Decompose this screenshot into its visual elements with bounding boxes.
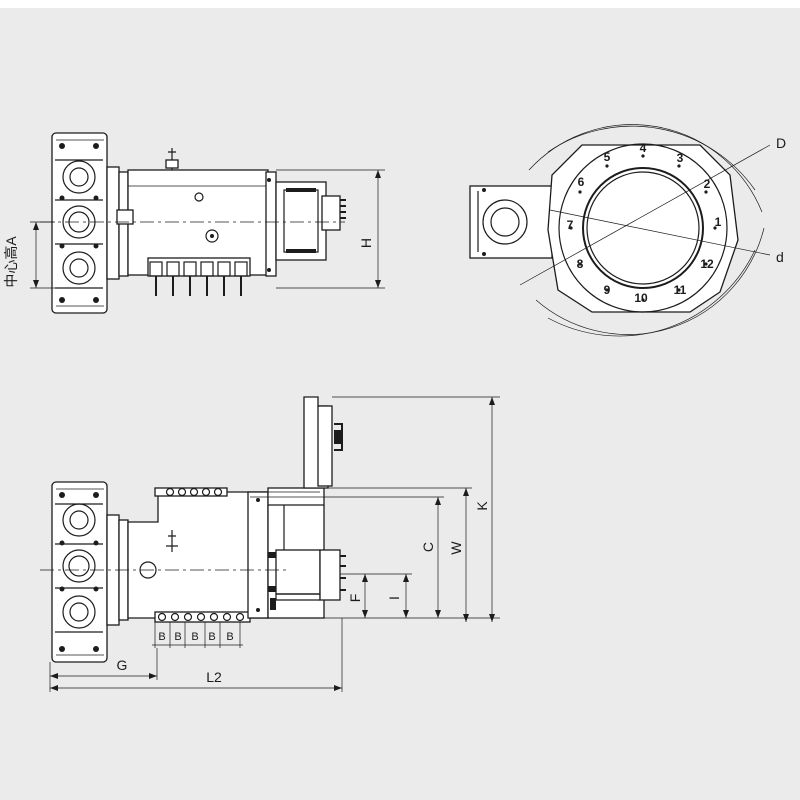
position-11: 11 [674,283,687,297]
dim-L2-label: L2 [206,669,222,685]
dim-H-label: H [358,238,374,248]
dim-B-label-5: B [226,631,233,643]
top-border [0,0,800,8]
dim-B-label-2: B [174,631,181,643]
side-view [40,396,500,692]
dim-B-labels: B B B B B [158,631,233,643]
position-9: 9 [604,283,611,297]
dim-F-label: F [347,594,363,603]
dim-C-label: C [420,542,436,552]
position-6: 6 [578,175,585,189]
position-3: 3 [677,151,684,165]
turret-front-view [469,124,771,337]
position-1: 1 [715,215,722,229]
dim-center-height-label: 中心高A [3,236,19,288]
dim-d-label: d [776,249,784,265]
dim-W-label: W [448,541,464,555]
position-10: 10 [634,291,648,305]
position-4: 4 [640,141,647,155]
dim-B-label-4: B [208,631,215,643]
position-5: 5 [604,150,611,164]
dim-B-label-3: B [191,631,198,643]
dim-I-label: I [386,596,402,600]
dim-B-label-1: B [158,631,165,643]
position-12: 12 [700,257,714,271]
position-2: 2 [704,177,711,191]
turret-disc-top [51,132,108,314]
tool-clamps-top [147,257,251,296]
turret-position-numbers: 1 2 3 4 5 6 7 8 9 10 11 12 [567,141,722,305]
top-left-view [30,132,385,314]
position-7: 7 [567,218,574,232]
turret-disc-bottom [51,481,108,663]
dim-G-label: G [117,657,128,673]
dim-D-label: D [776,135,786,151]
dim-K-label: K [474,501,490,511]
position-8: 8 [577,257,584,271]
